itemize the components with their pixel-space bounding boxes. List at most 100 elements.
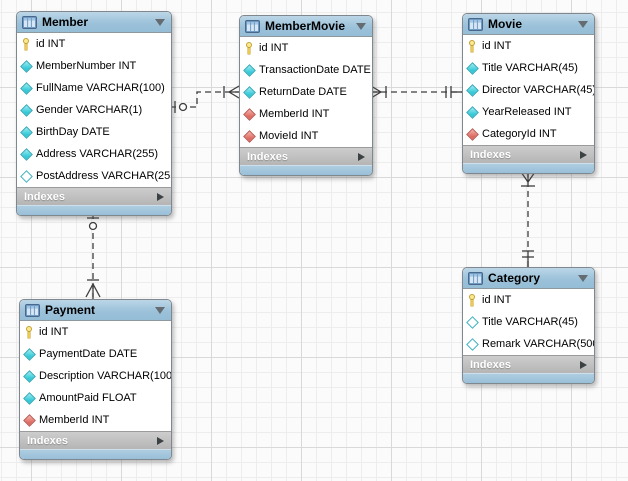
expand-arrow-icon[interactable] bbox=[580, 150, 587, 159]
column-row[interactable]: AmountPaid FLOAT bbox=[20, 387, 171, 409]
foreign-key-icon bbox=[467, 128, 477, 140]
column-row[interactable]: id INT bbox=[240, 37, 372, 59]
table-member-columns: id INT MemberNumber INT FullName VARCHAR… bbox=[17, 33, 171, 187]
table-payment-header[interactable]: Payment bbox=[20, 300, 171, 321]
table-title: Member bbox=[42, 15, 89, 29]
column-row[interactable]: CategoryId INT bbox=[463, 123, 594, 145]
expand-arrow-icon[interactable] bbox=[580, 360, 587, 369]
table-category-header[interactable]: Category bbox=[463, 268, 594, 289]
column-row[interactable]: Remark VARCHAR(500) bbox=[463, 333, 594, 355]
indexes-bar[interactable]: Indexes bbox=[17, 187, 171, 205]
table-bottom-bar bbox=[17, 205, 171, 215]
column-row[interactable]: MemberId INT bbox=[20, 409, 171, 431]
column-label: MemberId INT bbox=[259, 108, 330, 120]
table-movie-columns: id INT Title VARCHAR(45) Director VARCHA… bbox=[463, 35, 594, 145]
column-label: id INT bbox=[36, 38, 66, 50]
table-membermovie[interactable]: MemberMovie id INT TransactionDate DATE … bbox=[239, 15, 373, 176]
column-label: Title VARCHAR(45) bbox=[482, 62, 578, 74]
table-member-header[interactable]: Member bbox=[17, 12, 171, 33]
column-row[interactable]: BirthDay DATE bbox=[17, 121, 171, 143]
collapse-arrow-icon[interactable] bbox=[155, 18, 165, 26]
column-row[interactable]: id INT bbox=[463, 289, 594, 311]
column-label: MovieId INT bbox=[259, 130, 319, 142]
column-row[interactable]: id INT bbox=[17, 33, 171, 55]
expand-arrow-icon[interactable] bbox=[358, 152, 365, 161]
collapse-arrow-icon[interactable] bbox=[356, 22, 366, 30]
column-row[interactable]: ReturnDate DATE bbox=[240, 81, 372, 103]
column-label: Title VARCHAR(45) bbox=[482, 316, 578, 328]
column-icon bbox=[244, 86, 254, 98]
column-row[interactable]: Director VARCHAR(45) bbox=[463, 79, 594, 101]
table-member[interactable]: Member id INT MemberNumber INT FullName … bbox=[16, 11, 172, 216]
table-movie[interactable]: Movie id INT Title VARCHAR(45) Director … bbox=[462, 13, 595, 174]
column-row[interactable]: Title VARCHAR(45) bbox=[463, 311, 594, 333]
relationship-member-payment[interactable] bbox=[85, 213, 101, 299]
column-label: Address VARCHAR(255) bbox=[36, 148, 159, 160]
table-icon bbox=[25, 303, 40, 317]
column-icon bbox=[244, 64, 254, 76]
column-label: id INT bbox=[482, 40, 512, 52]
column-label: PaymentDate DATE bbox=[39, 348, 138, 360]
relationship-membermovie-movie[interactable] bbox=[370, 85, 462, 99]
column-label: Remark VARCHAR(500) bbox=[482, 338, 594, 350]
column-label: MemberNumber INT bbox=[36, 60, 137, 72]
column-row[interactable]: MovieId INT bbox=[240, 125, 372, 147]
expand-arrow-icon[interactable] bbox=[157, 436, 164, 445]
indexes-label: Indexes bbox=[27, 434, 68, 447]
column-icon bbox=[24, 370, 34, 382]
column-label: BirthDay DATE bbox=[36, 126, 110, 138]
column-label: Description VARCHAR(100) bbox=[39, 370, 171, 382]
table-payment-columns: id INT PaymentDate DATE Description VARC… bbox=[20, 321, 171, 431]
table-bottom-bar bbox=[463, 373, 594, 383]
column-icon bbox=[21, 60, 31, 72]
column-label: Gender VARCHAR(1) bbox=[36, 104, 143, 116]
indexes-bar[interactable]: Indexes bbox=[20, 431, 171, 449]
table-membermovie-header[interactable]: MemberMovie bbox=[240, 16, 372, 37]
table-bottom-bar bbox=[240, 165, 372, 175]
column-icon bbox=[21, 126, 31, 138]
collapse-arrow-icon[interactable] bbox=[578, 20, 588, 28]
table-category-columns: id INT Title VARCHAR(45) Remark VARCHAR(… bbox=[463, 289, 594, 355]
column-row[interactable]: PostAddress VARCHAR(255) bbox=[17, 165, 171, 187]
column-nullable-icon bbox=[467, 316, 477, 328]
column-row[interactable]: id INT bbox=[20, 321, 171, 343]
table-movie-header[interactable]: Movie bbox=[463, 14, 594, 35]
indexes-bar[interactable]: Indexes bbox=[240, 147, 372, 165]
column-row[interactable]: Description VARCHAR(100) bbox=[20, 365, 171, 387]
indexes-bar[interactable]: Indexes bbox=[463, 145, 594, 163]
collapse-arrow-icon[interactable] bbox=[578, 274, 588, 282]
indexes-label: Indexes bbox=[247, 150, 288, 163]
column-row[interactable]: TransactionDate DATE bbox=[240, 59, 372, 81]
table-payment[interactable]: Payment id INT PaymentDate DATE Descript… bbox=[19, 299, 172, 460]
indexes-bar[interactable]: Indexes bbox=[463, 355, 594, 373]
table-icon bbox=[468, 271, 483, 285]
column-row[interactable]: MemberNumber INT bbox=[17, 55, 171, 77]
column-row[interactable]: MemberId INT bbox=[240, 103, 372, 125]
table-icon bbox=[22, 15, 37, 29]
relationship-movie-category[interactable] bbox=[520, 171, 536, 267]
table-title: Payment bbox=[45, 303, 96, 317]
collapse-arrow-icon[interactable] bbox=[155, 306, 165, 314]
column-row[interactable]: Title VARCHAR(45) bbox=[463, 57, 594, 79]
column-label: Director VARCHAR(45) bbox=[482, 84, 594, 96]
table-title: Category bbox=[488, 271, 541, 285]
relationship-member-membermovie[interactable] bbox=[170, 85, 240, 113]
table-category[interactable]: Category id INT Title VARCHAR(45) Remark… bbox=[462, 267, 595, 384]
primary-key-icon bbox=[467, 294, 477, 306]
expand-arrow-icon[interactable] bbox=[157, 192, 164, 201]
column-row[interactable]: FullName VARCHAR(100) bbox=[17, 77, 171, 99]
column-row[interactable]: YearReleased INT bbox=[463, 101, 594, 123]
column-row[interactable]: id INT bbox=[463, 35, 594, 57]
column-row[interactable]: Address VARCHAR(255) bbox=[17, 143, 171, 165]
foreign-key-icon bbox=[24, 414, 34, 426]
column-row[interactable]: PaymentDate DATE bbox=[20, 343, 171, 365]
column-icon bbox=[467, 62, 477, 74]
primary-key-icon bbox=[21, 38, 31, 50]
column-row[interactable]: Gender VARCHAR(1) bbox=[17, 99, 171, 121]
foreign-key-icon bbox=[244, 130, 254, 142]
column-label: CategoryId INT bbox=[482, 128, 557, 140]
primary-key-icon bbox=[244, 42, 254, 54]
column-label: id INT bbox=[39, 326, 69, 338]
